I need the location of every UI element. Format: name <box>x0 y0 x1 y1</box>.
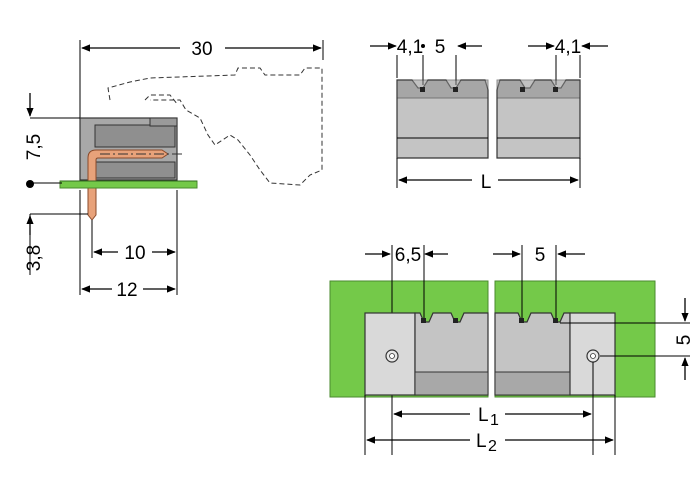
dim-l1-label: L <box>478 405 489 426</box>
latch-outline <box>144 94 179 106</box>
dim-left-edge: 4,1 <box>397 37 423 58</box>
contact-pin <box>87 149 169 221</box>
housing-top-right-shade <box>496 79 581 99</box>
dim-pitch-bottom: 5 <box>535 245 546 266</box>
dim-pitch-top: 5 <box>435 37 446 58</box>
pin-marker <box>453 318 458 323</box>
side-view: 30 7,5 3,8 10 12 <box>24 39 324 301</box>
housing-latch <box>149 117 178 127</box>
housing-cavity-top <box>94 124 176 148</box>
top-view: 4,1 5 4,1 L <box>370 37 608 193</box>
dim-height: 7,5 <box>24 134 45 160</box>
dim-flange-offset: 6,5 <box>395 245 421 266</box>
pin-marker <box>553 87 558 92</box>
pin-marker <box>453 87 458 92</box>
housing-bottom-right-base <box>494 371 571 396</box>
housing-top-left-shade <box>396 79 489 99</box>
dim-total-length: 30 <box>191 39 212 60</box>
housing-cavity-bottom <box>94 161 176 179</box>
pin-marker <box>553 318 558 323</box>
housing-bottom-left-base <box>414 371 489 396</box>
pin-marker <box>421 318 426 323</box>
datum-point <box>26 180 34 188</box>
pin-marker <box>420 87 425 92</box>
mounting-hole-center <box>389 353 395 359</box>
dim-body-length: 12 <box>116 280 137 301</box>
dim-pin-offset: 10 <box>124 243 145 264</box>
mating-plug-outline <box>107 67 323 186</box>
dim-l1-subscript: 1 <box>490 412 499 429</box>
pin-marker <box>520 87 525 92</box>
dim-pin-length: 3,8 <box>24 245 45 271</box>
dim-l2-subscript: 2 <box>488 438 497 455</box>
pcb-strip <box>59 180 198 189</box>
pin-marker <box>519 318 524 323</box>
dim-l2-label: L <box>476 431 487 452</box>
mounting-hole-center <box>590 353 596 359</box>
bottom-view: 6,5 5 5 L <box>329 245 695 455</box>
dim-height-bottom: 5 <box>674 335 695 346</box>
dim-dot <box>421 44 425 48</box>
dim-overall-length: L <box>481 172 492 193</box>
dim-right-edge: 4,1 <box>555 37 581 58</box>
